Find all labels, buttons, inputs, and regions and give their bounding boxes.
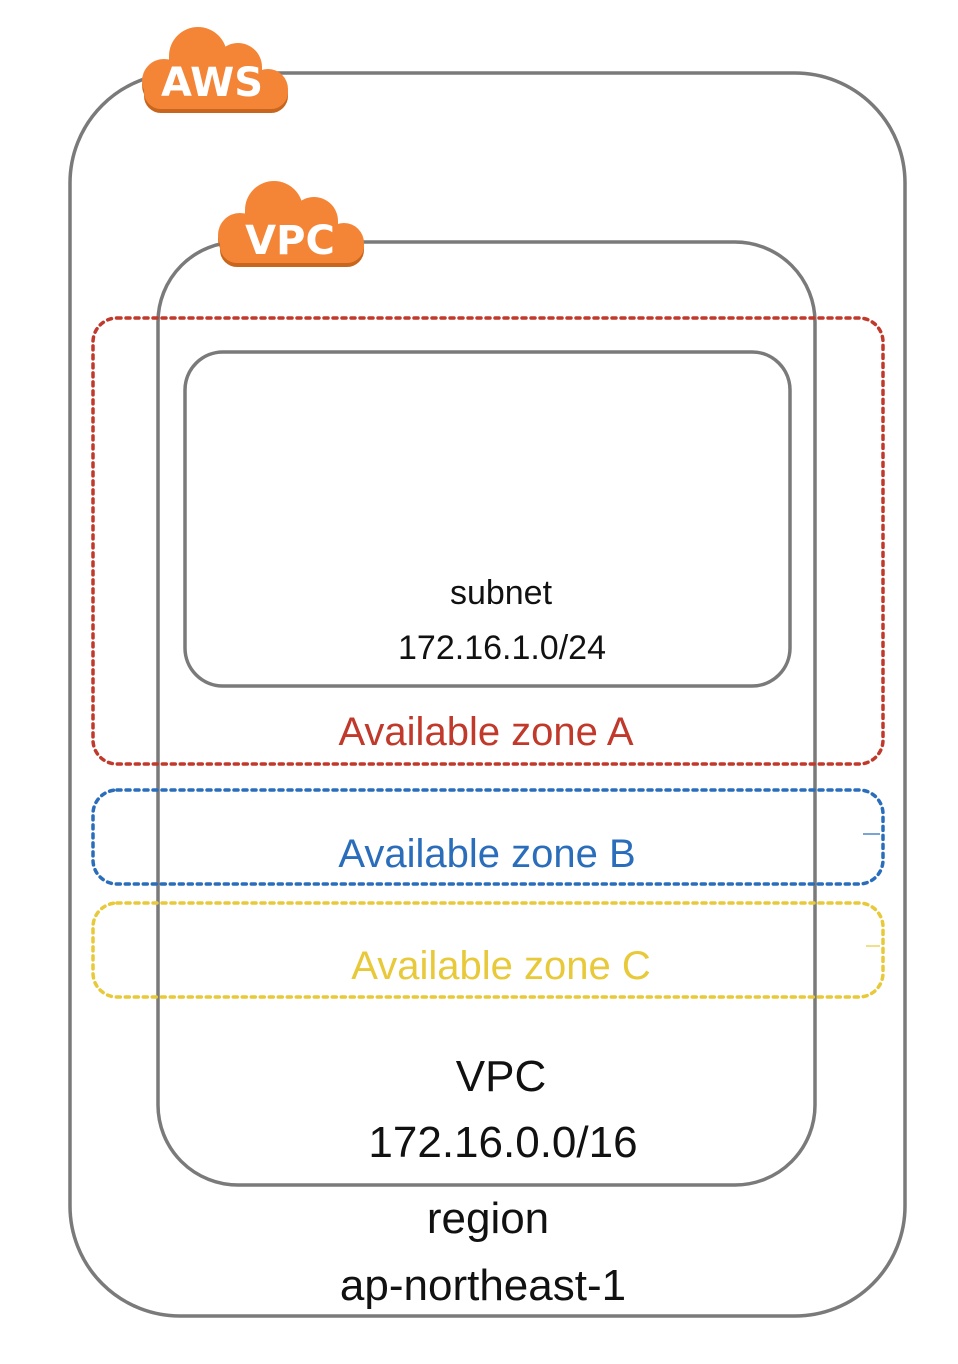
subnet-cidr: 172.16.1.0/24 — [398, 629, 606, 667]
vpc-cloud-icon: VPC — [218, 181, 364, 267]
aws-badge-label: AWS — [161, 60, 263, 106]
zone-b-label: Available zone B — [338, 832, 635, 876]
zone-a-box — [91, 316, 885, 766]
region-name: ap-northeast-1 — [340, 1261, 626, 1310]
region-container — [68, 71, 907, 1318]
aws-cloud-icon: AWS — [142, 27, 288, 113]
zone-c-box — [91, 901, 885, 999]
vpc-container — [156, 240, 817, 1187]
vpc-badge-label: VPC — [245, 218, 335, 264]
vpc-title: VPC — [456, 1052, 546, 1101]
zone-b-box — [91, 788, 885, 886]
region-title: region — [427, 1194, 549, 1243]
zone-a-label: Available zone A — [338, 710, 633, 754]
subnet-box — [183, 350, 792, 688]
vpc-cidr: 172.16.0.0/16 — [368, 1118, 637, 1167]
zone-c-label: Available zone C — [351, 944, 650, 988]
subnet-title: subnet — [450, 574, 553, 612]
